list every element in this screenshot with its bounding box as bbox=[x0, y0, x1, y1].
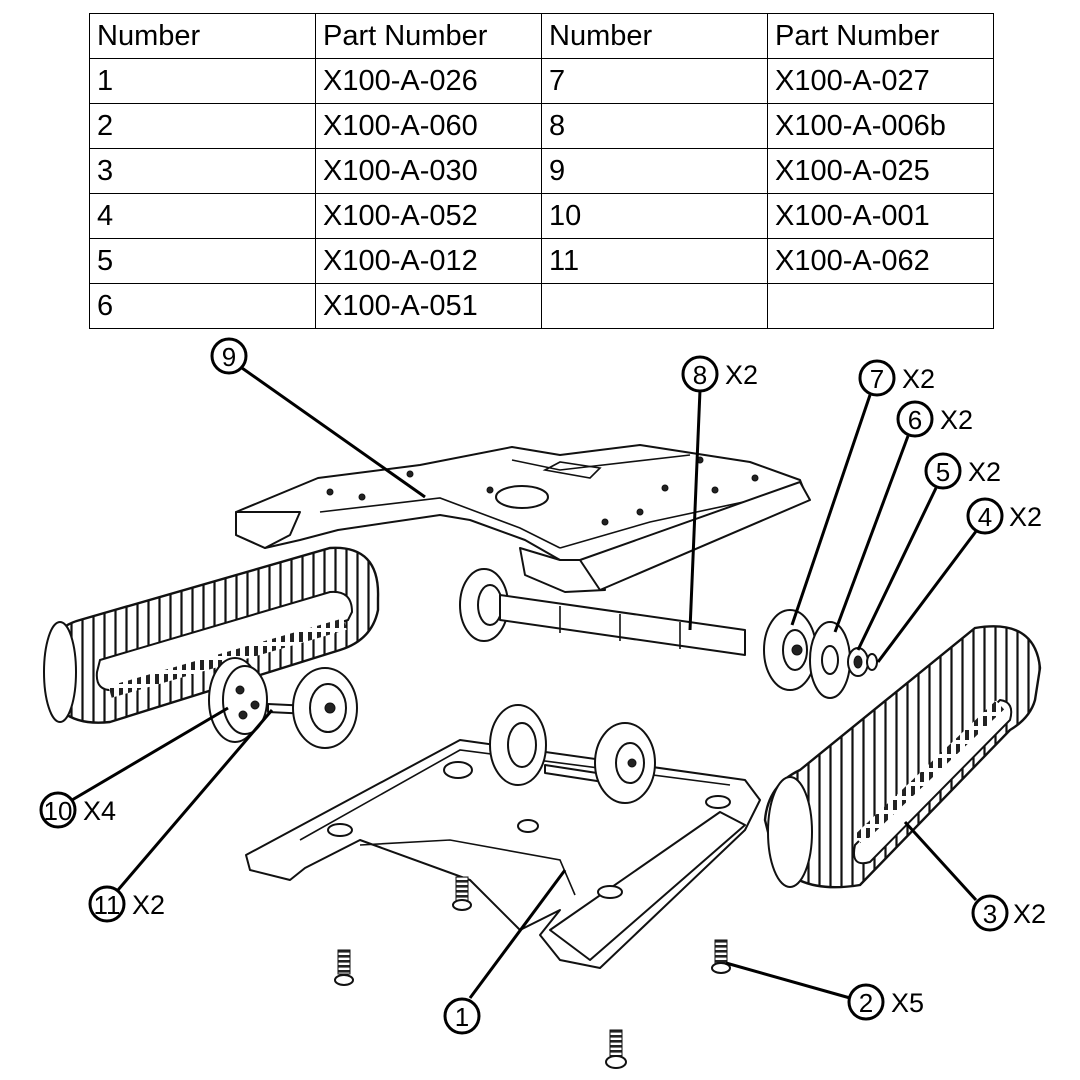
callout-quantity: X2 bbox=[940, 405, 973, 435]
callout-9: 9 bbox=[210, 337, 248, 375]
callout-quantity: X5 bbox=[891, 988, 924, 1018]
callout-quantity: X2 bbox=[968, 457, 1001, 487]
table-cell: 9 bbox=[541, 148, 768, 194]
left-wheel-axle-part bbox=[208, 657, 358, 749]
table-cell bbox=[767, 283, 994, 329]
callout-quantity: X2 bbox=[132, 890, 165, 920]
callout-number: 4 bbox=[978, 502, 992, 532]
callout-number: 6 bbox=[908, 405, 922, 435]
table-cell: X100-A-051 bbox=[315, 283, 542, 329]
right-track-part bbox=[763, 625, 1042, 889]
table-cell: X100-A-001 bbox=[767, 193, 994, 239]
callout-2: 2 X5 bbox=[847, 983, 924, 1021]
header-number-1: Number bbox=[89, 13, 316, 59]
callout-number: 5 bbox=[936, 457, 950, 487]
callout-4: 4 X2 bbox=[966, 497, 1042, 535]
callout-quantity: X2 bbox=[725, 360, 758, 390]
callout-10: 10 X4 bbox=[39, 791, 116, 829]
leader-lines bbox=[71, 366, 979, 1000]
callout-number: 1 bbox=[455, 1002, 469, 1032]
screw-parts bbox=[334, 876, 731, 1069]
parts-table: Number Part Number Number Part Number 1 … bbox=[89, 13, 994, 329]
callout-number: 8 bbox=[693, 360, 707, 390]
screw bbox=[711, 939, 731, 974]
table-cell: X100-A-060 bbox=[315, 103, 542, 149]
callout-11: 11 X2 bbox=[88, 885, 165, 923]
table-cell: X100-A-030 bbox=[315, 148, 542, 194]
header-number-2: Number bbox=[541, 13, 768, 59]
callout-quantity: X4 bbox=[83, 796, 116, 826]
screw bbox=[452, 876, 472, 911]
table-cell: 7 bbox=[541, 58, 768, 104]
callout-number: 11 bbox=[94, 890, 121, 920]
callout-number: 3 bbox=[983, 899, 997, 929]
callout-number: 10 bbox=[44, 796, 73, 826]
callout-number: 7 bbox=[870, 364, 884, 394]
callout-3: 3 X2 bbox=[971, 894, 1046, 932]
screw bbox=[334, 949, 354, 986]
table-cell: 4 bbox=[89, 193, 316, 239]
callout-number: 2 bbox=[859, 988, 873, 1018]
callout-6: 6 X2 bbox=[896, 400, 973, 438]
callout-1: 1 bbox=[443, 997, 481, 1035]
left-track-part bbox=[43, 546, 380, 724]
table-row: 6 X100-A-051 bbox=[89, 283, 994, 329]
lower-frame-part bbox=[245, 704, 761, 969]
table-cell: X100-A-052 bbox=[315, 193, 542, 239]
drive-axle-part bbox=[459, 568, 817, 691]
table-row: 4 X100-A-052 10 X100-A-001 bbox=[89, 193, 994, 239]
table-cell: 6 bbox=[89, 283, 316, 329]
table-cell: X100-A-012 bbox=[315, 238, 542, 284]
table-row: 5 X100-A-012 11 X100-A-062 bbox=[89, 238, 994, 284]
table-cell bbox=[541, 283, 768, 329]
callout-5: 5 X2 bbox=[924, 452, 1001, 490]
screw bbox=[605, 1029, 627, 1069]
table-row: 2 X100-A-060 8 X100-A-006b bbox=[89, 103, 994, 149]
callout-quantity: X2 bbox=[1013, 899, 1046, 929]
callout-quantity: X2 bbox=[902, 364, 935, 394]
callout-quantity: X2 bbox=[1009, 502, 1042, 532]
table-cell: X100-A-062 bbox=[767, 238, 994, 284]
table-cell: X100-A-026 bbox=[315, 58, 542, 104]
table-cell: 2 bbox=[89, 103, 316, 149]
callout-number: 9 bbox=[222, 342, 236, 372]
header-part-number-1: Part Number bbox=[315, 13, 542, 59]
table-row: 1 X100-A-026 7 X100-A-027 bbox=[89, 58, 994, 104]
table-cell: X100-A-006b bbox=[767, 103, 994, 149]
callout-7: 7 X2 bbox=[858, 359, 935, 397]
callout-8: 8 X2 bbox=[681, 355, 758, 393]
